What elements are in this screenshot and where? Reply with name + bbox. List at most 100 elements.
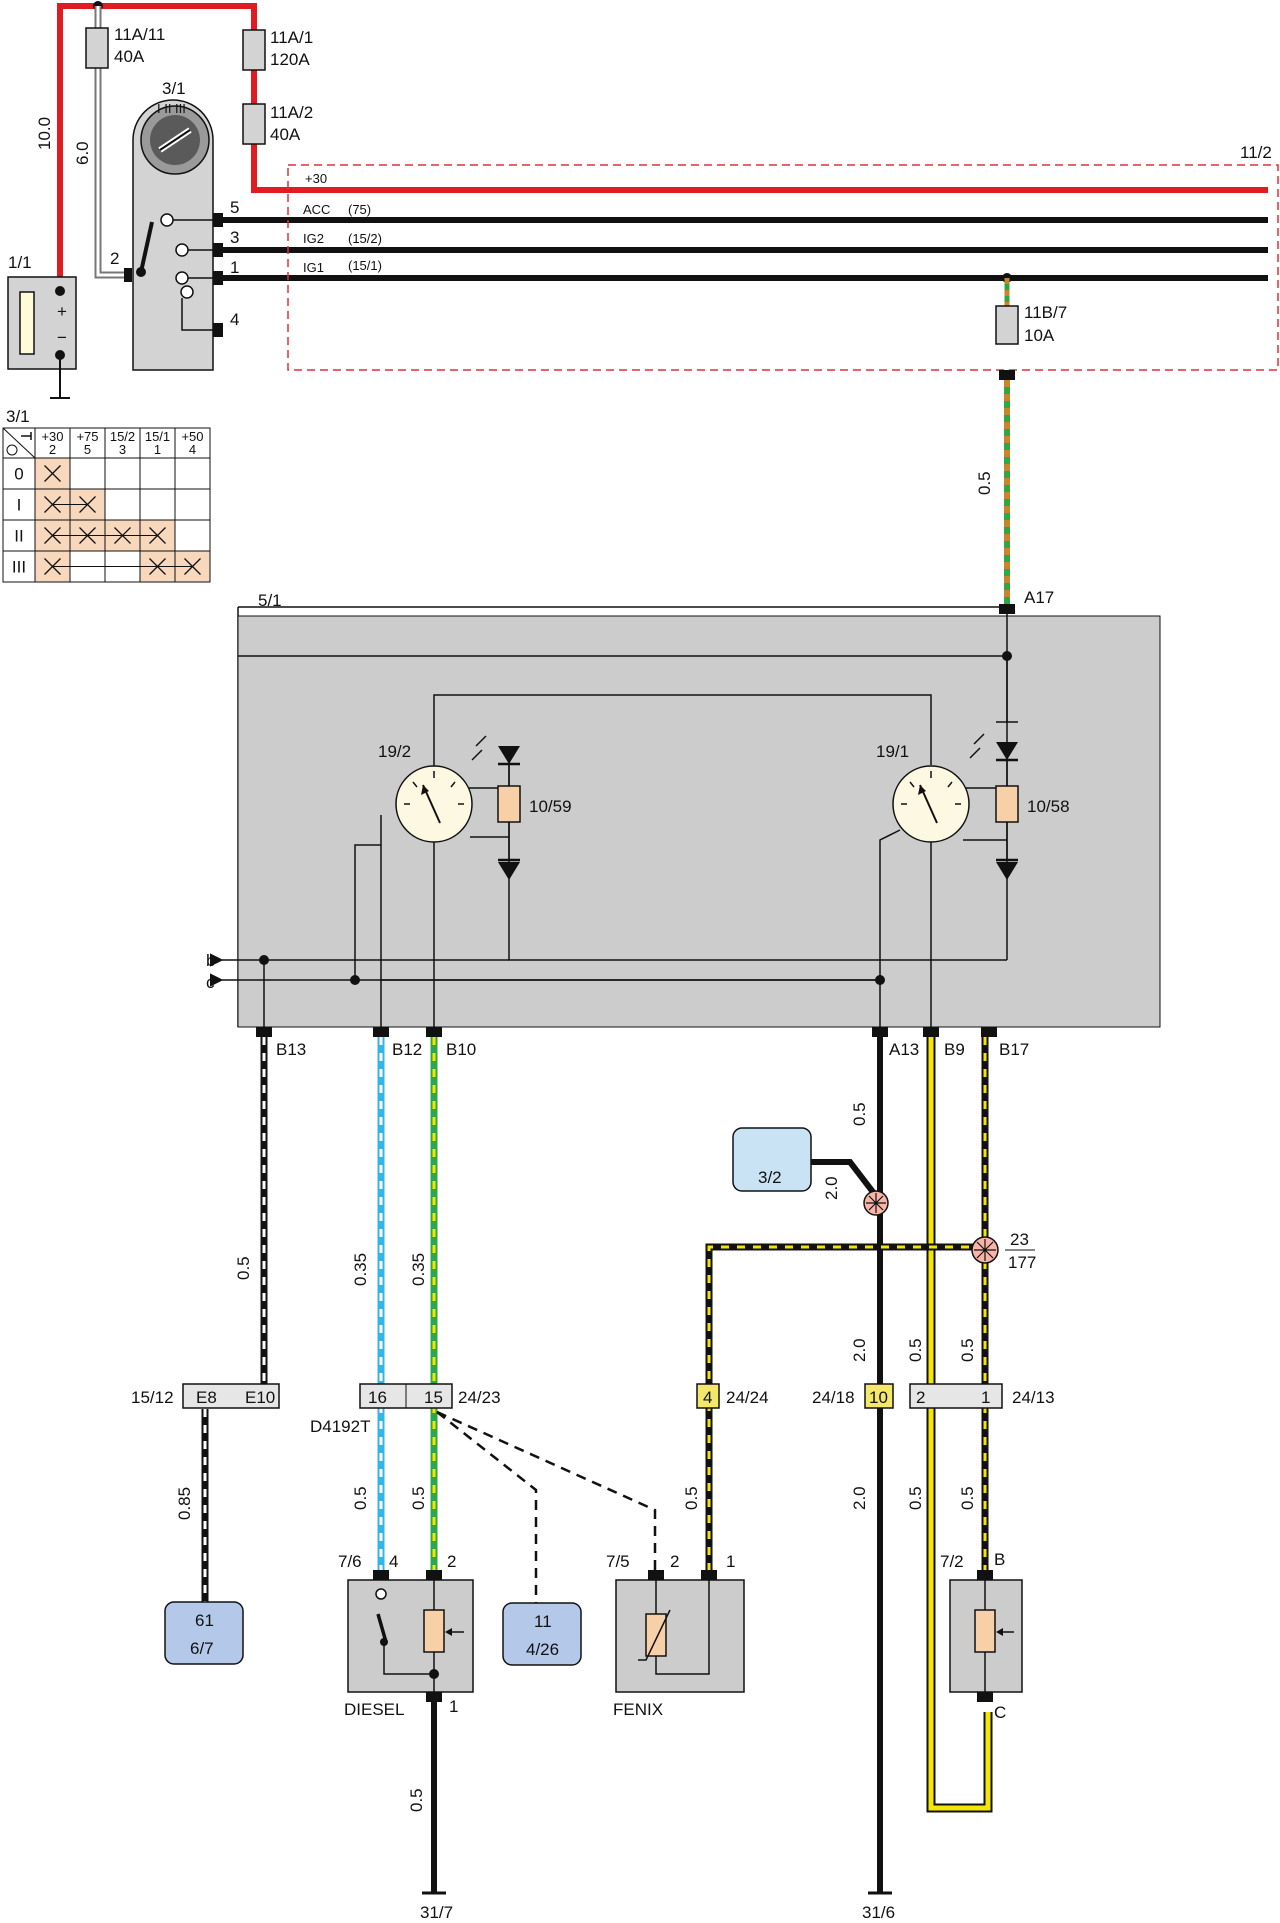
battery-1-1: 1/1 + − (7, 253, 77, 399)
key-icon (6, 444, 18, 456)
bus-label-ig2: IG2 (303, 231, 324, 246)
warning-lamp-10-59: 10/59 (471, 735, 572, 880)
ignition-switch-3-1: 3/1 I II III 5 3 1 4 2 (110, 79, 239, 371)
sensor-fenix-7-5: 7/5 2 1 FENIX (606, 1552, 745, 1719)
ref-box-3-2: 3/2 (732, 1127, 812, 1192)
connector-24-24-id: 24/24 (726, 1388, 769, 1407)
lamp-left-label: 10/59 (529, 797, 572, 816)
bus-label-acc: ACC (303, 202, 330, 217)
table-header-top: +50 (181, 429, 203, 444)
connector-24-23-pin-15: 15 (424, 1388, 443, 1407)
cluster-pin-b12: B12 (392, 1040, 422, 1059)
battery-plus-sign: + (57, 302, 67, 321)
sensor-7-2: 7/2 B C (940, 1550, 1023, 1722)
connector-24-13-id: 24/13 (1012, 1388, 1055, 1407)
table-header-top: 15/1 (145, 429, 170, 444)
fuse-11b-7-id: 11B/7 (1024, 303, 1067, 322)
gauge-left-label: 19/2 (378, 742, 411, 761)
connector-15-12-id: 15/12 (131, 1388, 174, 1407)
wire-size-b17: 0.5 (958, 1338, 977, 1362)
cluster-out-c: c (206, 973, 215, 992)
connector-24-18-pin-10: 10 (869, 1388, 888, 1407)
connector-24-13-pin-1: 1 (981, 1388, 990, 1407)
sensor-fenix-id: 7/5 (606, 1552, 630, 1571)
splice-23: 23 (1010, 1230, 1029, 1249)
cluster-pin-b9: B9 (944, 1040, 965, 1059)
wire-size-3-2: 2.0 (822, 1176, 841, 1200)
fuse-11a-1-rating: 120A (270, 50, 310, 69)
connector-15-12-pin-e10: E10 (245, 1388, 275, 1407)
cluster-pin-b13: B13 (276, 1040, 306, 1059)
gauge-19-2: 19/2 (378, 742, 473, 843)
ref-11: 11 (534, 1612, 552, 1631)
wire-size-10-low: 2.0 (850, 1486, 869, 1510)
connector-24-23-id: 24/23 (458, 1388, 501, 1407)
ref-box-11-4-26: 11 4/26 (502, 1602, 582, 1666)
lamp-right-label: 10/58 (1027, 797, 1070, 816)
sensor-fenix-label: FENIX (613, 1700, 663, 1719)
wire-size-15: 0.5 (409, 1486, 428, 1510)
connector-24-23: 24/23 16 15 D4192T (310, 1383, 501, 1436)
bus-label-30: +30 (305, 171, 327, 186)
wire-size-b13: 0.5 (234, 1256, 253, 1280)
sensor-fenix-pin-1: 1 (726, 1552, 735, 1571)
bus-alt-15-1: (15/1) (348, 258, 382, 273)
connector-24-13-pin-2: 2 (916, 1388, 925, 1407)
ref-box-61-6-7: 61 6/7 (164, 1601, 244, 1665)
table-header-pin: 5 (84, 442, 91, 457)
lower-wiring: 23 177 31/7 31/6 (201, 1037, 1036, 1922)
ref-3-2-label: 3/2 (758, 1168, 782, 1187)
switch-label: 3/1 (162, 79, 186, 98)
wire-size-1-low: 0.5 (958, 1486, 977, 1510)
gauge-right-label: 19/1 (876, 742, 909, 761)
table-title: 3/1 (6, 407, 30, 426)
sensor-7-2-pin-c: C (994, 1703, 1006, 1722)
svg-text:I II III: I II III (157, 101, 186, 116)
wire-size-2-low: 0.5 (906, 1486, 925, 1510)
cluster-pin-b10: B10 (446, 1040, 476, 1059)
table-header-top: +75 (76, 429, 98, 444)
fuse-11b-7-rating: 10A (1024, 326, 1055, 345)
table-header-pin: 4 (189, 442, 196, 457)
bus-label-ig1: IG1 (303, 260, 324, 275)
fuse-11a-1-id: 11A/1 (270, 28, 313, 47)
bus-alt-75: (75) (348, 202, 371, 217)
table-row-label: II (14, 527, 23, 546)
table-grid (2, 427, 211, 583)
table-row-label: I (17, 496, 22, 515)
wire-size-16: 0.5 (351, 1486, 370, 1510)
sensor-diesel-pin-1: 1 (449, 1697, 458, 1716)
wire-size-10-0: 10.0 (35, 117, 54, 150)
connector-24-24-pin-4: 4 (703, 1388, 712, 1407)
table-header-top: +30 (41, 429, 63, 444)
table-row-label: 0 (14, 465, 23, 484)
sensor-diesel-7-6: 7/6 4 2 1 DIESEL (338, 1552, 474, 1719)
wire-size-b10: 0.35 (409, 1253, 428, 1286)
connector-24-24: 4 24/24 (696, 1383, 769, 1409)
sensor-fenix-pin-2: 2 (670, 1552, 679, 1571)
warning-lamp-10-58: 10/58 (969, 733, 1070, 880)
wire-size-a13: 0.5 (850, 1102, 869, 1126)
bus-lines: +30 ACC (75) IG2 (15/2) IG1 (15/1) (223, 171, 1268, 281)
sensor-7-2-pin-b: B (994, 1550, 1005, 1569)
switch-pin-2: 2 (110, 249, 119, 268)
sensor-diesel-pin-4: 4 (389, 1552, 398, 1571)
wire-size-b12: 0.35 (351, 1253, 370, 1286)
switch-pin-4: 4 (230, 310, 239, 329)
fuse-11a-2: 11A/2 40A (242, 103, 313, 145)
splice-177: 177 (1008, 1253, 1036, 1272)
fuse-11a-11: 11A/11 40A (85, 25, 165, 69)
wire-size-6-0: 6.0 (73, 141, 92, 165)
sensor-diesel-label: DIESEL (344, 1700, 404, 1719)
connector-15-12-pin-e8: E8 (196, 1388, 217, 1407)
cluster-pin-b17: B17 (999, 1040, 1029, 1059)
lower-wire-sizes: 0.5 0.35 0.35 0.5 2.0 2.0 0.5 0.5 0.85 0… (175, 1102, 977, 1812)
fuse-11a-2-rating: 40A (270, 125, 301, 144)
sensor-diesel-pin-2: 2 (447, 1552, 456, 1571)
connector-24-18: 10 24/18 (812, 1383, 894, 1409)
table-header-pin: 2 (49, 442, 56, 457)
gauge-19-1: 19/1 (876, 742, 970, 843)
fuse-11a-11-id: 11A/11 (114, 25, 165, 44)
connector-24-13: 2 1 24/13 (909, 1383, 1055, 1409)
power-feed-wires (57, 1, 1268, 280)
